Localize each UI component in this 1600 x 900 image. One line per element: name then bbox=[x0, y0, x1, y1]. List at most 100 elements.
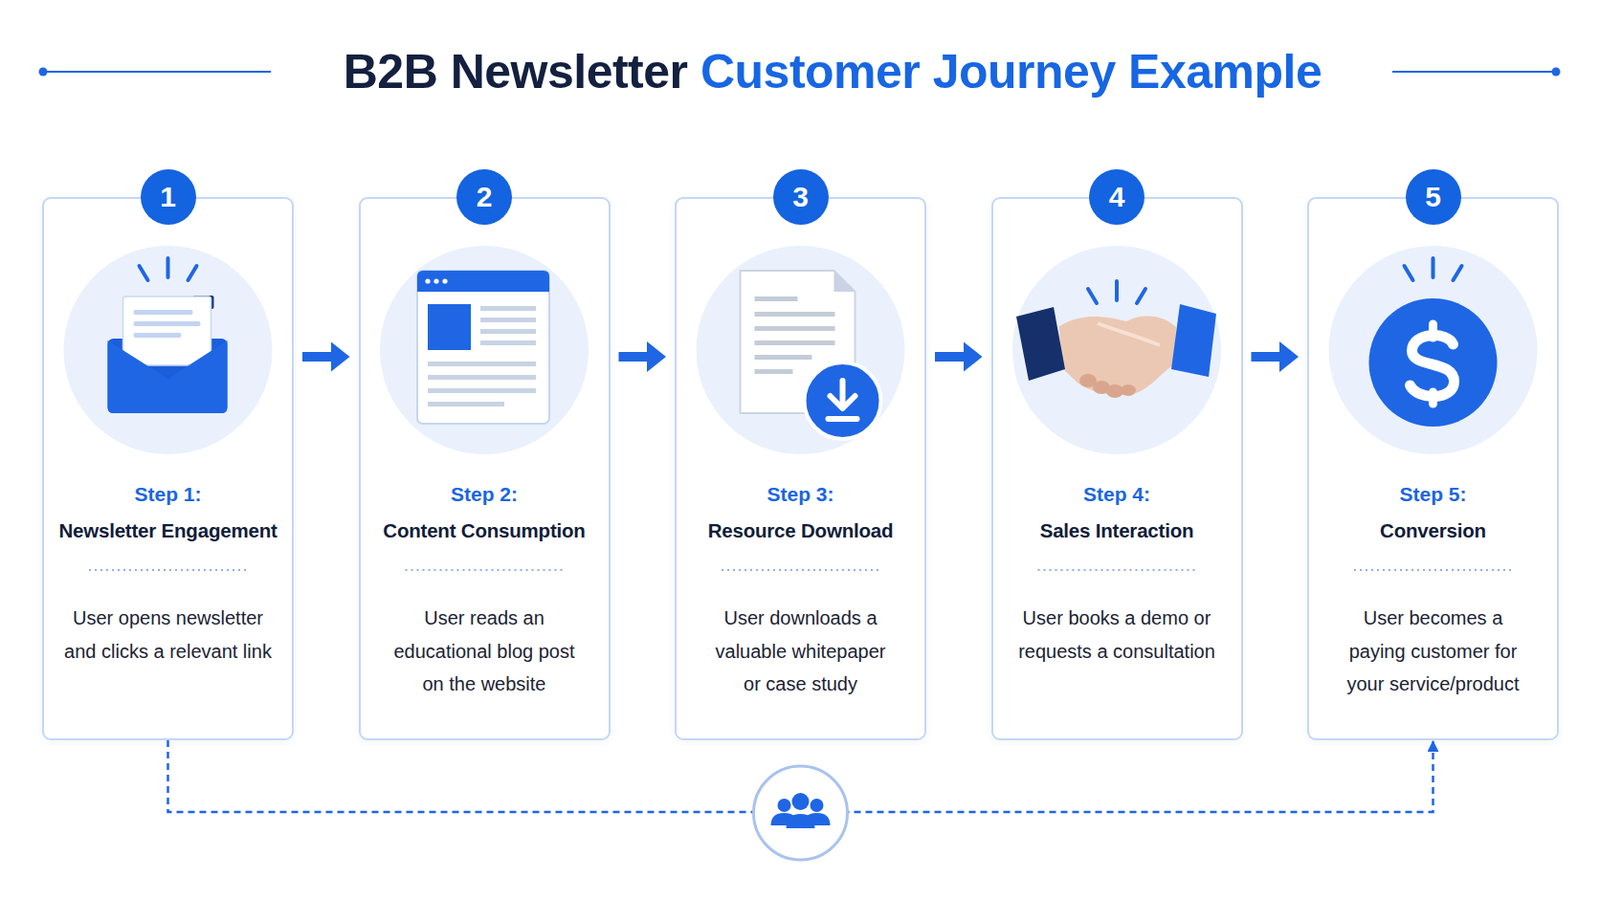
step-number: 4 bbox=[1088, 169, 1145, 225]
download-arrow bbox=[830, 396, 856, 409]
sparkle-ray bbox=[1453, 266, 1463, 281]
document-icon bbox=[740, 270, 882, 440]
step-label: Step 4: bbox=[993, 482, 1242, 508]
finger bbox=[1106, 384, 1124, 399]
text-line bbox=[755, 340, 836, 346]
icon-backdrop bbox=[379, 245, 589, 455]
download-arrow bbox=[828, 380, 858, 420]
icon-backdrop bbox=[1012, 245, 1222, 455]
document-fold bbox=[834, 270, 856, 292]
browser-dot bbox=[433, 278, 439, 284]
step-card: 3Step 3:Resource DownloadUser downloads … bbox=[674, 197, 927, 741]
step-card: 5Step 5:ConversionUser becomes a paying … bbox=[1307, 197, 1559, 741]
icon-backdrop bbox=[64, 245, 273, 455]
letter-line bbox=[133, 321, 201, 327]
dollar-bar bbox=[1428, 392, 1438, 404]
text-line bbox=[427, 361, 536, 367]
right-sleeve bbox=[1171, 304, 1217, 378]
step-description: User reads an educational blog post on t… bbox=[387, 601, 582, 702]
person-body bbox=[786, 814, 816, 829]
dollar-icon bbox=[1369, 258, 1498, 427]
step-card: 4Step 4:Sales InteractionUser books a de… bbox=[991, 197, 1244, 741]
fingers bbox=[1079, 374, 1136, 399]
icon-backdrop bbox=[1329, 245, 1538, 455]
text-line bbox=[427, 375, 536, 380]
envelope-tab bbox=[193, 295, 215, 310]
step-label: Step 2: bbox=[360, 482, 609, 508]
dotted-separator bbox=[405, 569, 564, 572]
browser-dot bbox=[442, 278, 447, 284]
step-description: User books a demo or requests a consulta… bbox=[1008, 601, 1226, 668]
dotted-separator bbox=[1354, 569, 1512, 572]
step-heading: Newsletter Engagement bbox=[32, 518, 304, 544]
sparkle-ray bbox=[1136, 288, 1146, 304]
dotted-separator bbox=[1038, 569, 1197, 572]
download-badge bbox=[804, 362, 882, 440]
rule-dot bbox=[1552, 67, 1561, 77]
document-lines bbox=[755, 296, 836, 375]
envelope-letter bbox=[123, 296, 212, 366]
title-rule bbox=[1392, 70, 1556, 73]
text-line bbox=[480, 317, 536, 323]
step-label: Step 1: bbox=[44, 482, 292, 508]
step-heading: Sales Interaction bbox=[981, 518, 1253, 544]
dotted-separator bbox=[88, 569, 247, 572]
step-number: 3 bbox=[773, 169, 829, 225]
people-symbol bbox=[771, 793, 831, 829]
step-heading: Resource Download bbox=[665, 518, 936, 544]
sparkle-rays bbox=[139, 258, 198, 281]
person-head bbox=[777, 799, 792, 813]
browser-image bbox=[427, 304, 471, 351]
step-number: 5 bbox=[1405, 169, 1462, 225]
browser-lines bbox=[427, 306, 536, 407]
title-rule bbox=[39, 67, 1561, 77]
step-description: User becomes a paying customer for your … bbox=[1339, 601, 1527, 702]
browser-dot bbox=[424, 278, 430, 284]
step-number: 2 bbox=[456, 169, 512, 225]
flow-arrow bbox=[619, 352, 654, 362]
finger bbox=[1092, 380, 1111, 395]
sparkle-ray bbox=[1431, 258, 1436, 278]
icon-backdrop bbox=[64, 245, 1538, 455]
flow-arrow bbox=[934, 352, 970, 362]
dollar-bar bbox=[1428, 324, 1438, 338]
dotted-separator bbox=[88, 569, 1512, 572]
finger bbox=[1079, 374, 1097, 388]
sparkle-ray bbox=[139, 266, 149, 281]
step-card: 1Step 1:Newsletter EngagementUser opens … bbox=[42, 197, 294, 741]
step-label: Step 5: bbox=[1309, 482, 1557, 508]
sparkle-ray bbox=[188, 266, 198, 281]
hands bbox=[1059, 316, 1177, 396]
document-sheet bbox=[740, 270, 856, 414]
download-arrow bbox=[840, 380, 846, 408]
audience-badge bbox=[754, 766, 848, 861]
text-line bbox=[480, 306, 536, 312]
edge-group bbox=[168, 356, 1434, 813]
hand-highlight bbox=[1097, 323, 1160, 346]
left-sleeve bbox=[1016, 307, 1066, 381]
dollar-sign bbox=[1410, 324, 1455, 404]
title-area: B2B Newsletter Customer Journey Example bbox=[287, 38, 1378, 106]
text-line bbox=[427, 388, 536, 394]
handshake-icon bbox=[1016, 281, 1217, 399]
download-base bbox=[828, 416, 858, 423]
finger bbox=[1120, 384, 1136, 397]
step-label: Step 3: bbox=[676, 482, 925, 508]
title-rule bbox=[43, 70, 271, 73]
coin bbox=[1369, 298, 1498, 427]
step-card: 2Step 2:Content ConsumptionUser reads an… bbox=[358, 197, 611, 741]
person-body bbox=[806, 813, 831, 826]
rule-dot bbox=[39, 67, 48, 77]
sparkle-rays bbox=[1404, 258, 1463, 281]
text-line bbox=[480, 329, 536, 334]
person-body bbox=[771, 813, 796, 826]
step-number: 1 bbox=[140, 169, 197, 225]
flow-arrow bbox=[1251, 352, 1287, 362]
text-line bbox=[755, 296, 799, 302]
person-head bbox=[792, 793, 810, 811]
text-line bbox=[480, 340, 536, 346]
sparkle-ray bbox=[1404, 266, 1414, 281]
letter-line bbox=[133, 333, 182, 338]
letter-line bbox=[133, 310, 194, 315]
